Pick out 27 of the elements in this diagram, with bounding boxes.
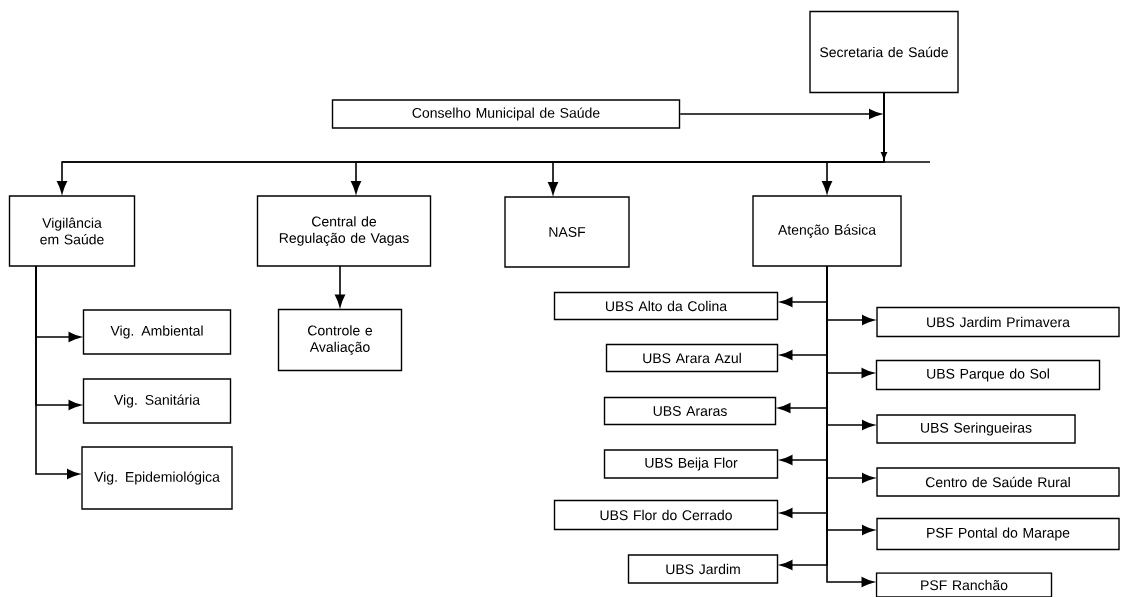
org-box: UBS Flor do Cerrado — [553, 499, 779, 531]
org-box: Vig. Epidemiológica — [81, 446, 233, 510]
org-box: Controle e Avaliação — [277, 308, 403, 372]
org-box: UBS Alto da Colina — [553, 291, 779, 321]
org-box: UBS Jardim — [627, 554, 779, 584]
arrow — [679, 109, 882, 119]
org-box: UBS Seringueiras — [876, 414, 1076, 444]
org-box: NASF — [504, 196, 630, 268]
org-box: Secretaria de Saúde — [809, 10, 959, 94]
org-box: Vig. Sanitária — [82, 378, 232, 424]
arrow — [822, 92, 885, 194]
org-box: UBS Jardim Primavera — [876, 306, 1120, 338]
org-box: UBS Parque do Sol — [875, 359, 1101, 391]
org-box: Conselho Municipal de Saúde — [331, 99, 681, 129]
arrow — [826, 265, 874, 587]
arrow — [35, 265, 80, 479]
org-box: Atenção Básica — [752, 195, 902, 267]
org-box: UBS Arara Azul — [605, 343, 779, 373]
org-box: Central de Regulação de Vagas — [256, 195, 432, 267]
arrow — [335, 265, 345, 307]
org-box: Vig. Ambiental — [82, 309, 232, 355]
org-box: Centro de Saúde Rural — [876, 467, 1120, 497]
org-box: Vigilância em Saúde — [8, 195, 136, 267]
org-box: PSF Pontal do Marape — [876, 517, 1120, 551]
org-box: UBS Beija Flor — [603, 449, 779, 479]
org-box: PSF Ranchão — [875, 572, 1053, 597]
org-box: UBS Araras — [603, 396, 777, 426]
